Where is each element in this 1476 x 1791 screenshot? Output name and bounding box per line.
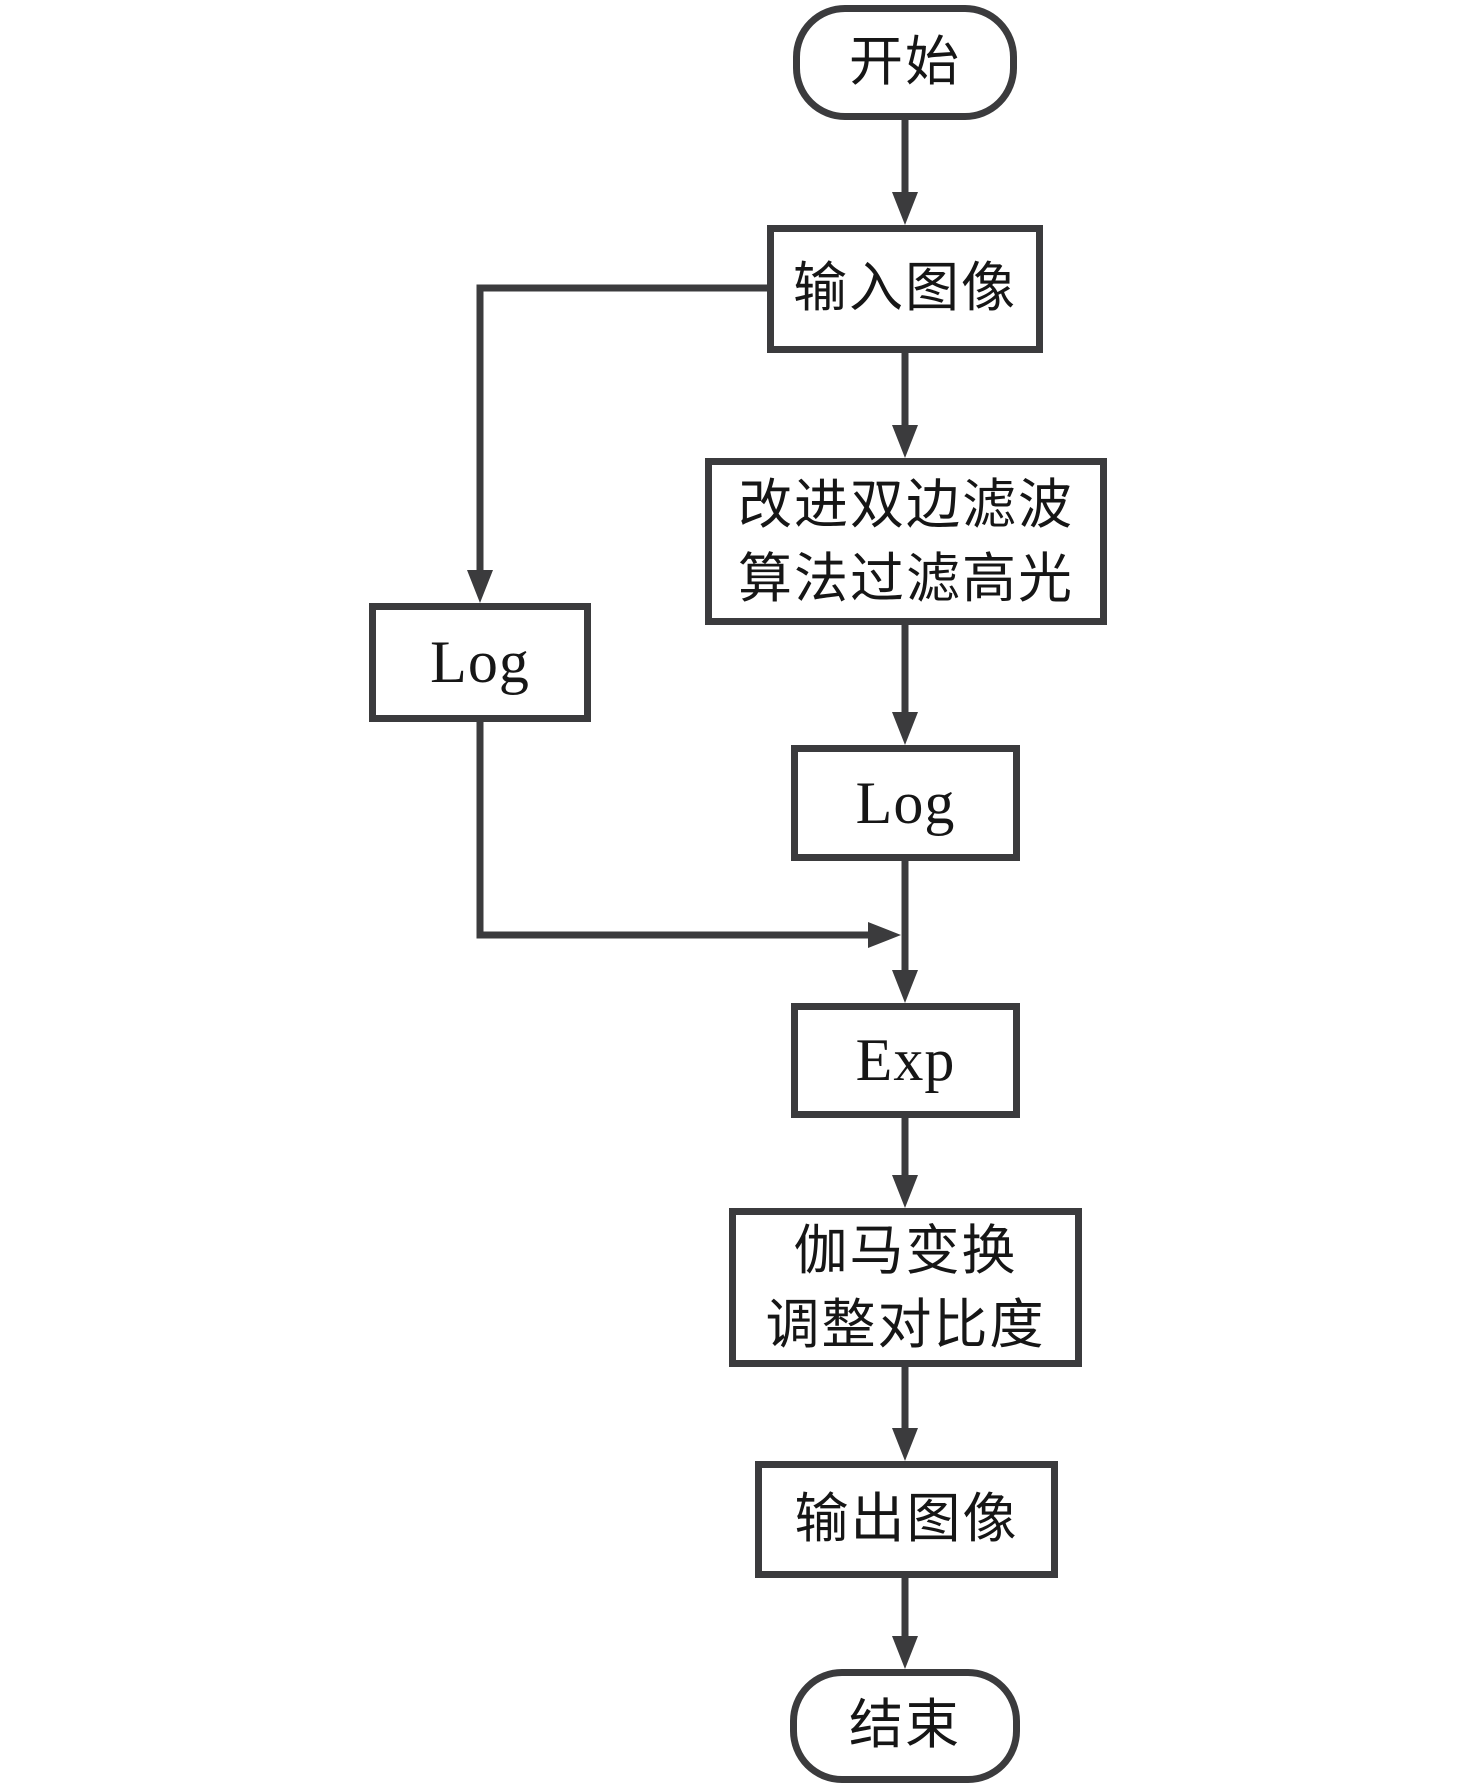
node-end: 结束 bbox=[790, 1669, 1020, 1783]
edge-input-logleft bbox=[476, 284, 767, 576]
node-end-label: 结束 bbox=[849, 1695, 961, 1756]
arrowhead-down-icon bbox=[892, 1428, 918, 1461]
arrowhead-down-icon bbox=[892, 712, 918, 745]
node-input-image-label: 输入图像 bbox=[793, 258, 1017, 319]
arrowhead-down-icon bbox=[467, 570, 493, 603]
node-log-main: Log bbox=[791, 745, 1020, 861]
node-bilateral-filter-line2: 算法过滤高光 bbox=[738, 548, 1074, 609]
arrowhead-down-icon bbox=[892, 192, 918, 225]
arrowhead-down-icon bbox=[892, 425, 918, 458]
arrowhead-down-icon bbox=[892, 1175, 918, 1208]
node-output-image: 输出图像 bbox=[755, 1461, 1058, 1578]
node-gamma-transform-line1: 伽马变换 bbox=[793, 1220, 1018, 1281]
node-output-image-label: 输出图像 bbox=[794, 1488, 1019, 1549]
node-exp-label: Exp bbox=[855, 1027, 956, 1093]
arrowhead-down-icon bbox=[892, 970, 918, 1003]
node-bilateral-filter-line1: 改进双边滤波 bbox=[738, 474, 1074, 535]
node-gamma-transform: 伽马变换 调整对比度 bbox=[729, 1208, 1082, 1367]
arrowhead-right-icon bbox=[868, 922, 901, 948]
node-start-label: 开始 bbox=[849, 31, 961, 92]
node-input-image: 输入图像 bbox=[767, 225, 1043, 353]
node-log-main-label: Log bbox=[855, 769, 956, 836]
edge-logleft-merge bbox=[476, 722, 874, 939]
node-gamma-transform-line2: 调整对比度 bbox=[765, 1294, 1046, 1355]
node-log-left-label: Log bbox=[430, 629, 530, 695]
node-log-left: Log bbox=[369, 603, 591, 722]
node-exp: Exp bbox=[791, 1003, 1020, 1118]
node-start: 开始 bbox=[793, 5, 1017, 120]
arrowhead-down-icon bbox=[892, 1636, 918, 1669]
node-bilateral-filter: 改进双边滤波 算法过滤高光 bbox=[705, 458, 1107, 625]
